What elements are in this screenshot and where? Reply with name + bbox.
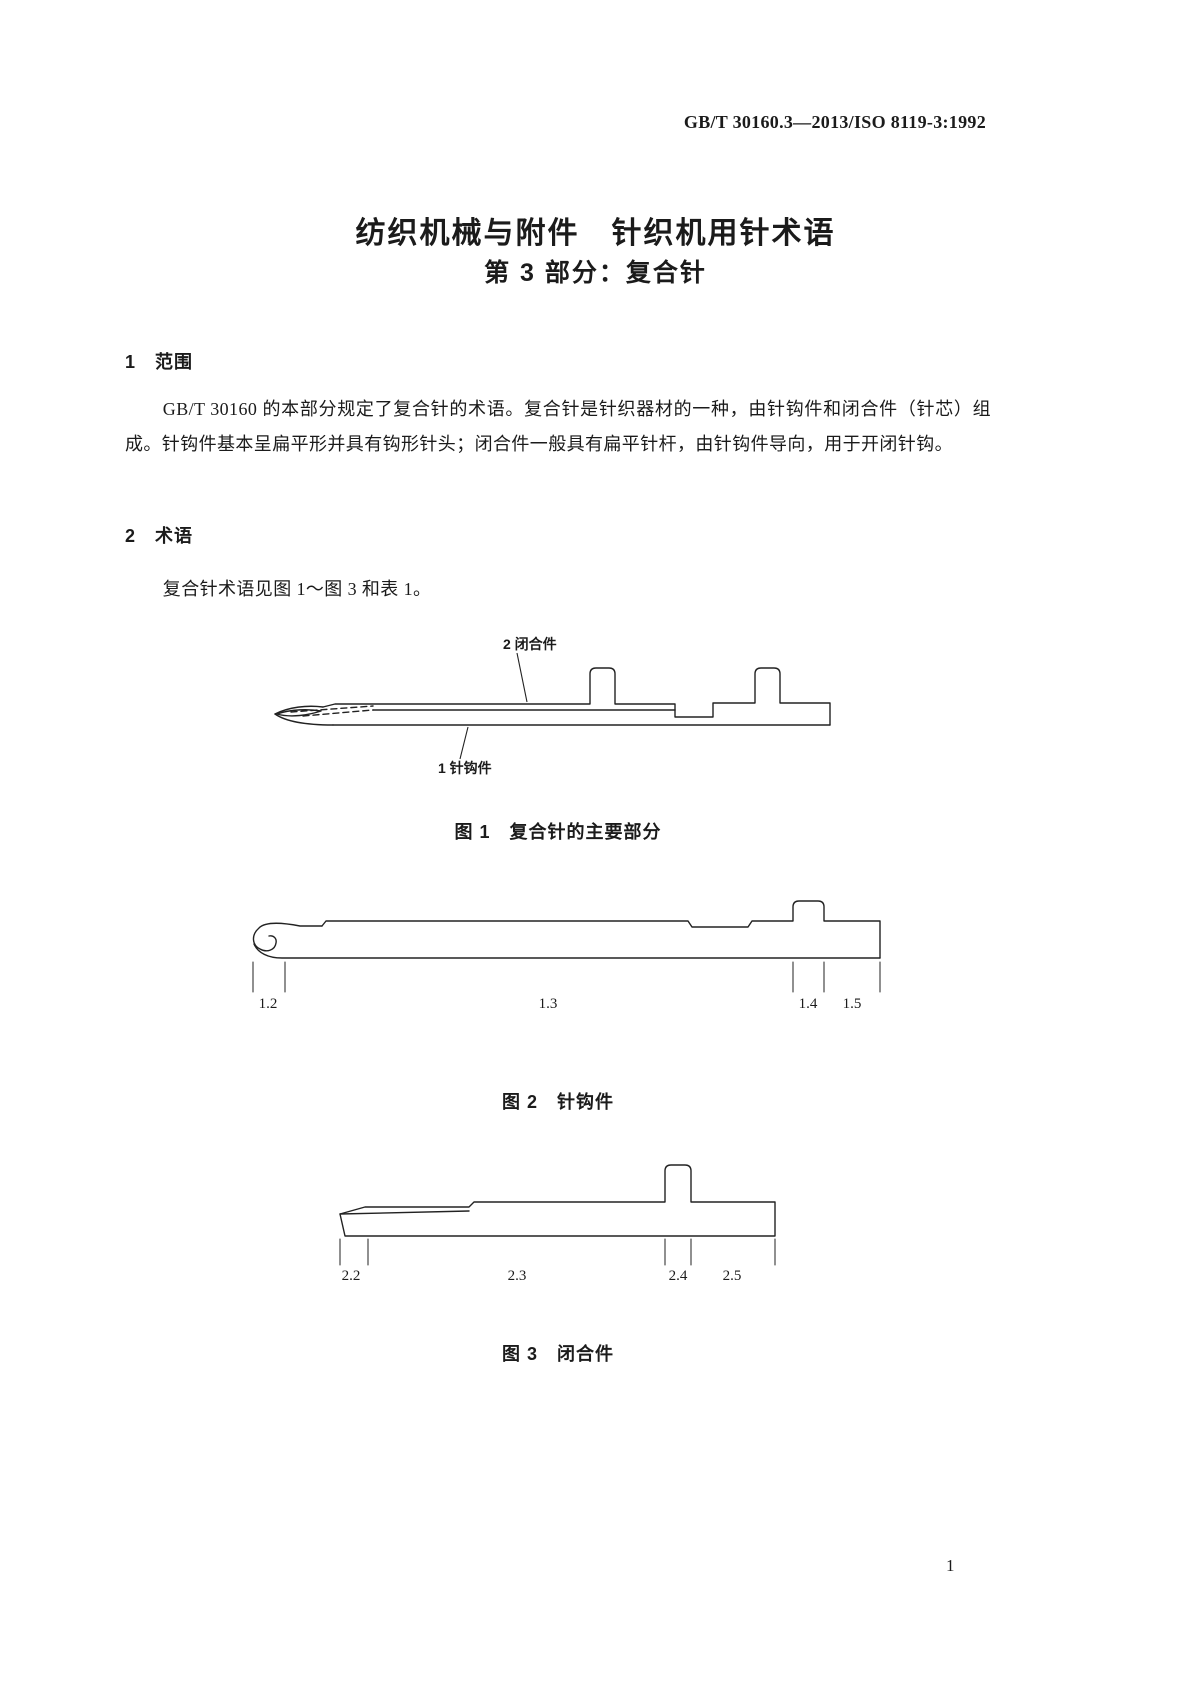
hidden-closer-tip-line1	[290, 705, 374, 713]
leader-line-closer	[516, 652, 528, 703]
figure1-caption: 图 1 复合针的主要部分	[454, 822, 662, 842]
dim-1-2: 1.2	[259, 996, 278, 1012]
document-subtitle: 第 3 部分：复合针	[484, 259, 707, 287]
hook-bottom-outline	[253, 943, 881, 959]
dim-2-5: 2.5	[723, 1268, 742, 1284]
document-title: 纺织机械与附件 针织机用针术语	[355, 217, 836, 250]
figure1-drawing: 2 闭合件 1 针钩件	[274, 636, 831, 776]
page-number: 1	[946, 1556, 955, 1575]
label-hook: 1 针钩件	[438, 760, 492, 776]
figure3-drawing: 2.2 2.3 2.4 2.5	[339, 1164, 776, 1284]
standard-number: GB/T 30160.3—2013/ISO 8119-3:1992	[683, 112, 986, 132]
section-terms-paragraph: 复合针术语见图 1～图 3 和表 1。	[162, 579, 432, 599]
figure1: 2 闭合件 1 针钩件	[255, 633, 835, 783]
section-terms-heading: 2 术语	[125, 526, 194, 546]
closer-chamfer-line	[339, 1210, 470, 1215]
figure3-caption: 图 3 闭合件	[501, 1344, 614, 1364]
dim-1-5: 1.5	[843, 996, 862, 1012]
closer-body-outline	[339, 1164, 776, 1237]
figure2-drawing: 1.2 1.3 1.4 1.5	[252, 900, 881, 1012]
dim-1-4: 1.4	[799, 996, 818, 1012]
needle-eye-outline	[274, 705, 324, 715]
needle-eye-bottom	[274, 713, 334, 726]
figure2-caption: 图 2 针钩件	[501, 1092, 614, 1112]
section-scope-paragraph: GB/T 30160 的本部分规定了复合针的术语。复合针是针织器材的一种，由针钩…	[125, 399, 991, 454]
extension-lines	[252, 961, 881, 993]
figure2: 1.2 1.3 1.4 1.5	[248, 896, 888, 1028]
dim-2-3: 2.3	[508, 1268, 527, 1284]
dim-1-3: 1.3	[539, 996, 558, 1012]
label-closer: 2 闭合件	[503, 636, 557, 652]
leader-line-hook	[459, 726, 469, 760]
dim-2-4: 2.4	[669, 1268, 688, 1284]
closer-outline	[322, 667, 676, 711]
extension-lines	[339, 1238, 776, 1266]
hidden-closer-tip-line2	[302, 709, 374, 717]
hook-top-outline	[321, 900, 881, 959]
figure3: 2.2 2.3 2.4 2.5	[335, 1158, 785, 1298]
hook-right-outline	[674, 667, 831, 726]
dim-2-2: 2.2	[342, 1268, 361, 1284]
hook-curl	[252, 922, 323, 952]
needle-eye-lens	[276, 709, 322, 717]
section-scope-heading: 1 范围	[125, 352, 194, 372]
